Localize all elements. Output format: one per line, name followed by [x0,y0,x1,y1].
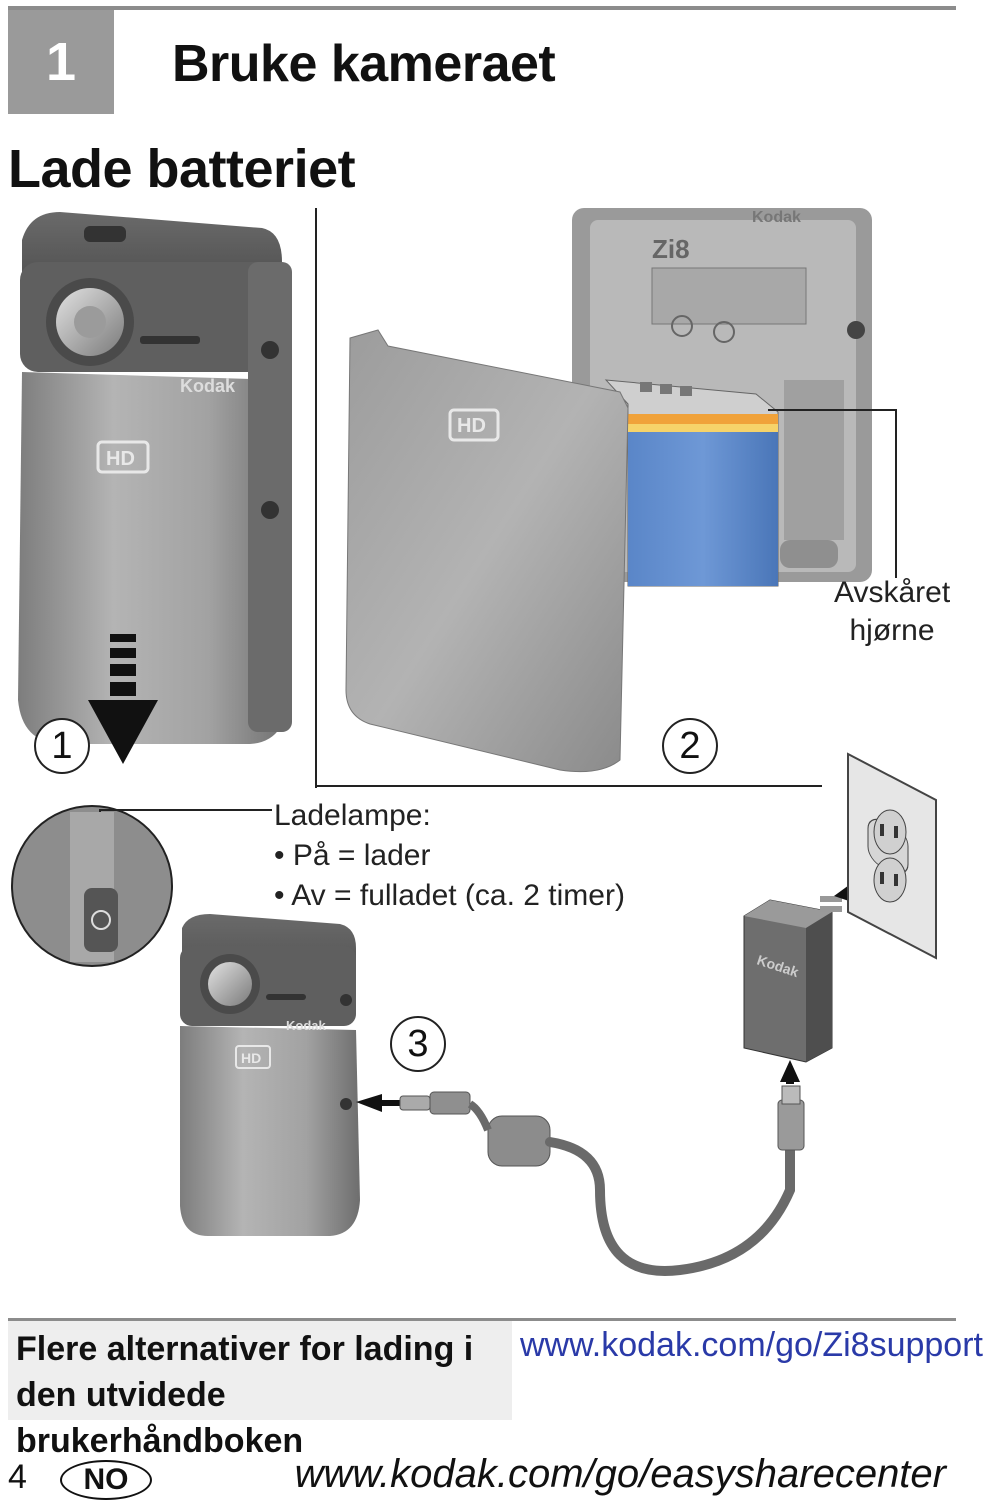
wall-outlet-icon [847,752,937,960]
camera-step3: Kodak HD [180,914,360,1236]
corner-callout-line1: Avskåret [834,576,951,609]
charging-illustration: Kodak HD Zi8 Kodak [11,208,937,1276]
section-title: Lade batteriet [8,139,356,199]
battery-icon [604,379,779,587]
charger-adapter-icon: Kodak [743,896,842,1063]
charge-light-item: • På = lader [274,836,625,876]
camera-step1: Kodak HD [18,212,292,744]
corner-callout-line [768,409,897,578]
svg-text:Kodak: Kodak [752,209,801,226]
svg-text:HD: HD [241,1050,261,1066]
svg-text:HD: HD [457,415,486,437]
charge-light-title: Ladelampe: [274,799,431,832]
page-footer-url[interactable]: www.kodak.com/go/easysharecenter [294,1452,946,1496]
step-2-marker: 2 [662,718,718,774]
hd-badge: HD [106,448,135,470]
bullet-icon: • [274,839,285,872]
step-3-marker: 3 [390,1016,446,1072]
charge-light-item: • Av = fulladet (ca. 2 timer) [274,876,625,916]
step-1-marker: 1 [34,718,90,774]
charge-light-zoom [11,805,272,967]
chapter-top-rule [8,6,956,10]
battery-cover: HD [345,329,629,773]
camera-model-label: Zi8 [652,234,690,264]
corner-callout: Avskåret hjørne [834,574,950,650]
corner-callout-line2: hjørne [849,614,935,647]
language-badge: NO [60,1460,152,1500]
charge-light-item-label: På = lader [292,839,431,872]
chapter-number: 1 [8,10,114,114]
camera-brand-logo: Kodak [180,376,236,396]
charge-light-item-label: Av = fulladet (ca. 2 timer) [291,879,625,912]
usb-cable [356,1060,805,1276]
page-number: 4 [8,1458,27,1496]
bullet-icon: • [274,879,285,912]
svg-text:Kodak: Kodak [286,1018,327,1033]
down-arrow-icon [88,634,158,764]
chapter-title: Bruke kameraet [172,35,556,93]
footer-note-background [8,1321,512,1420]
charge-light-legend: Ladelampe: • På = lader • Av = fulladet … [274,796,625,916]
footer-note: Flere alternativer for lading i den utvi… [16,1330,474,1460]
footer-box [8,1318,956,1420]
support-link[interactable]: www.kodak.com/go/Zi8support [520,1326,983,1364]
